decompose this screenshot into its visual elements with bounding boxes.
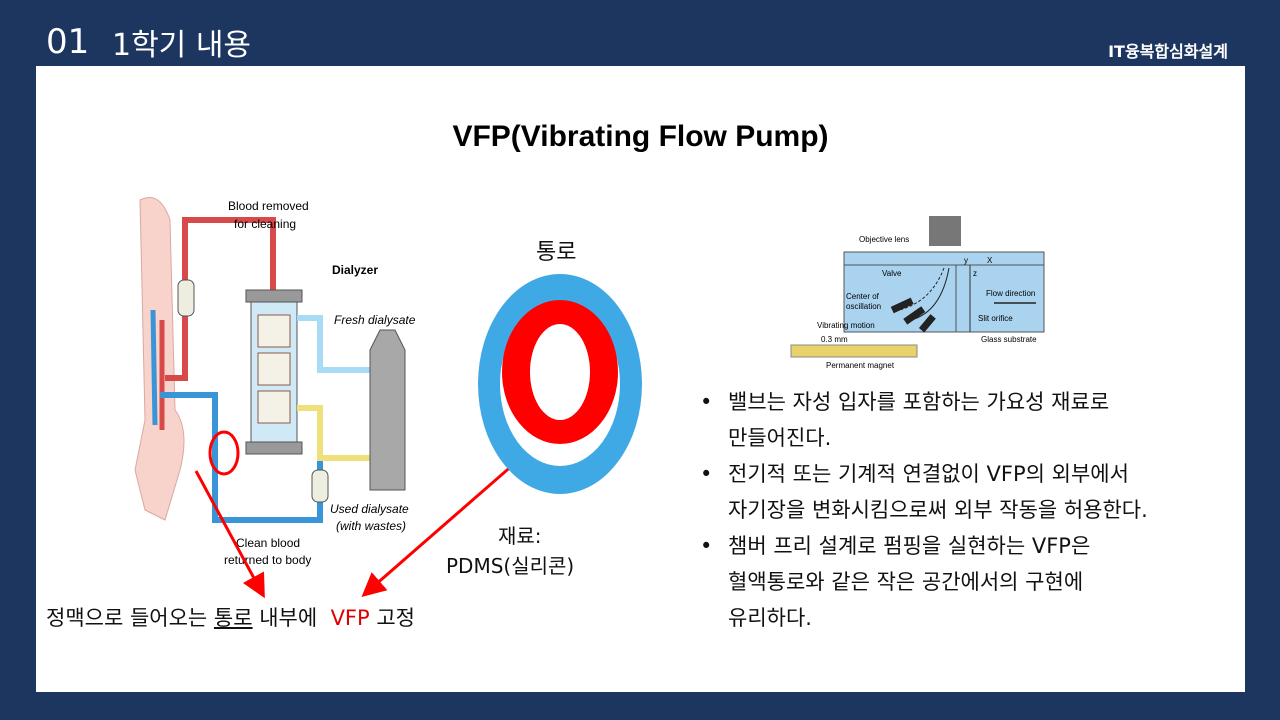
label-y: y xyxy=(964,256,968,265)
label-clean-blood: Clean blood xyxy=(236,536,300,550)
label-with-wastes: (with wastes) xyxy=(336,519,406,533)
slide-panel: VFP(Vibrating Flow Pump) Blood removed f… xyxy=(36,66,1245,692)
label-for-cleaning: for cleaning xyxy=(234,217,296,231)
channel-ring xyxy=(478,274,642,494)
label-blood-removed: Blood removed xyxy=(228,199,309,213)
slide-title: VFP(Vibrating Flow Pump) xyxy=(452,120,829,153)
label-center: Center of xyxy=(846,292,880,301)
pointer-arrows xyxy=(194,448,531,599)
label-valve: Valve xyxy=(882,269,902,278)
caption-highlight: VFP xyxy=(330,606,370,630)
label-oscillation: oscillation xyxy=(846,302,881,311)
highlight-circle xyxy=(208,430,240,476)
label-magnet: Permanent magnet xyxy=(826,361,895,370)
caption: 정맥으로 들어오는 통로 내부에 VFP 고정 xyxy=(46,602,415,632)
label-vibrating: Vibrating motion xyxy=(817,321,875,330)
slide-number: 01 xyxy=(46,22,90,62)
bullet-text: 챔버 프리 설계로 펌핑을 실현하는 VFP은 xyxy=(728,534,1091,558)
course-name: IT융복합심화설계 xyxy=(1108,42,1228,61)
caption-text: 고정 xyxy=(369,606,415,630)
label-objective-lens: Objective lens xyxy=(859,235,909,244)
label-used-dialysate: Used dialysate xyxy=(330,502,409,516)
label-x: X xyxy=(987,256,993,265)
caption-text: 내부에 xyxy=(252,606,331,630)
dialysis-diagram: Blood removed for cleaning Dialyzer Fres… xyxy=(134,197,416,567)
bullet-text: 자기장을 변화시킴으로써 외부 작동을 허용한다. xyxy=(728,498,1148,522)
bullet-text: 유리하다. xyxy=(728,606,812,630)
label-slit: Slit orifice xyxy=(978,314,1013,323)
label-distance: 0.3 mm xyxy=(821,335,848,344)
vfp-diagram: Objective lens y X z Valve Center of osc… xyxy=(790,216,1045,370)
bullet-text: 혈액통로와 같은 작은 공간에서의 구현에 xyxy=(728,570,1084,594)
label-dialyzer: Dialyzer xyxy=(332,263,378,277)
label-flow: Flow direction xyxy=(986,289,1035,298)
caption-underlined: 통로 xyxy=(213,606,253,630)
label-fresh-dialysate: Fresh dialysate xyxy=(334,313,416,327)
material-label: 재료: xyxy=(498,524,542,548)
material-value: PDMS(실리콘) xyxy=(446,554,575,578)
bullet-text: 전기적 또는 기계적 연결없이 VFP의 외부에서 xyxy=(728,462,1129,486)
channel-label: 통로 xyxy=(536,240,577,265)
caption-text: 정맥으로 들어오는 xyxy=(46,606,214,630)
bullet-text: 밸브는 자성 입자를 포함하는 가요성 재료로 xyxy=(728,390,1110,414)
section-title: 1학기 내용 xyxy=(112,28,252,63)
label-glass: Glass substrate xyxy=(981,335,1037,344)
bullet-text: 만들어진다. xyxy=(728,426,832,450)
label-z: z xyxy=(973,269,977,278)
